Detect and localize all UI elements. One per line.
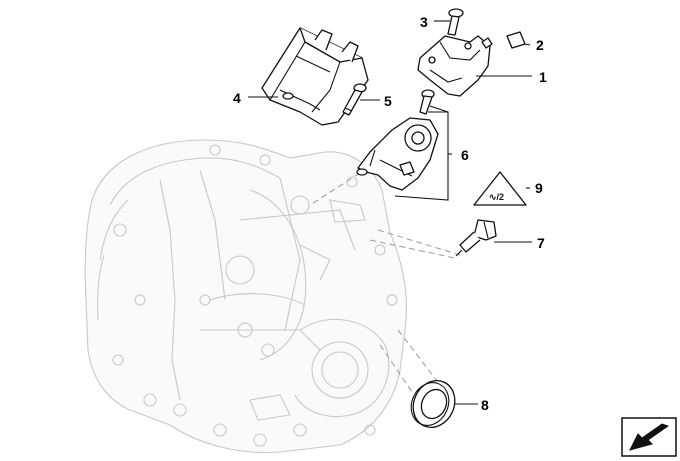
arrow-down-left-icon[interactable] xyxy=(621,417,677,457)
callout-4: 4 xyxy=(233,90,241,106)
part-2-cap xyxy=(506,31,526,49)
part-7-switch xyxy=(455,219,497,257)
callout-6: 6 xyxy=(461,147,469,163)
gearbox-housing-outline xyxy=(84,139,408,454)
part-3-screw xyxy=(447,8,464,36)
part-1-mount xyxy=(417,35,493,97)
triangle-sensor-icon: ∿/2 xyxy=(489,192,504,202)
callout-9: 9 xyxy=(535,180,543,196)
callout-2: 2 xyxy=(536,37,544,53)
callout-7: 7 xyxy=(537,235,545,251)
leader-lines xyxy=(248,20,532,405)
part-4-bracket xyxy=(261,27,369,126)
callout-labels: 1 2 3 4 5 6 7 8 9 xyxy=(233,14,547,413)
part-9-sensor-symbol: ∿/2 xyxy=(473,171,527,206)
callout-8: 8 xyxy=(481,397,489,413)
callout-3: 3 xyxy=(420,14,428,30)
reference-dash-lines xyxy=(309,172,461,393)
part-5-bolt xyxy=(342,83,367,116)
part-6-actuator xyxy=(356,89,439,191)
part-8-seal xyxy=(410,380,456,428)
callout-5: 5 xyxy=(384,93,392,109)
callout-1: 1 xyxy=(539,69,547,85)
